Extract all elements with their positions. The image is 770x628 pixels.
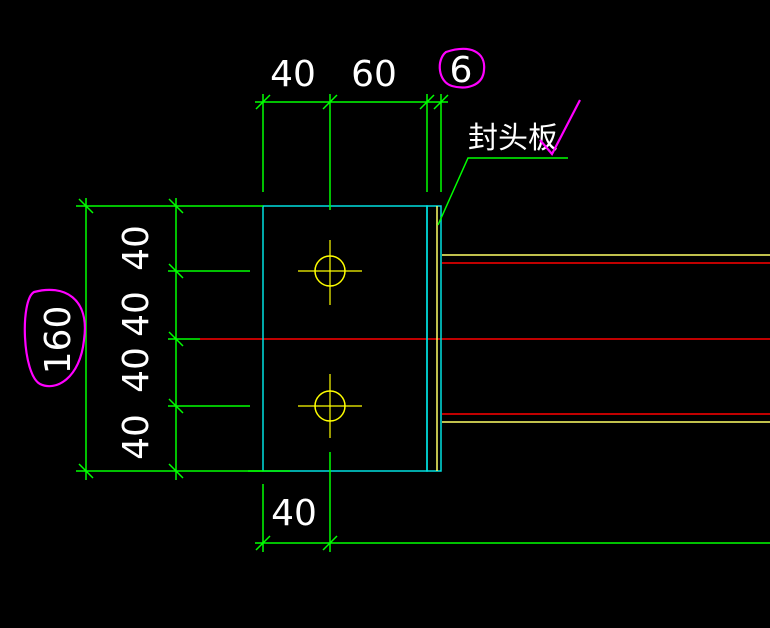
left-dim-seg-4: 40 [116,414,157,460]
left-dim-seg-2: 40 [116,291,157,337]
left-tick-2 [78,463,94,479]
left-dimension-chain [76,198,263,480]
top-dim-left: 40 [270,54,316,95]
top-tick-2 [322,94,338,110]
beam-lines [200,254,770,423]
left-dim-seg-1: 40 [116,225,157,271]
bottom-dim: 40 [271,493,317,534]
end-plate [426,205,442,472]
left-tick-5 [168,331,184,347]
bottom-dimension-chain [255,452,770,552]
markup-annotations [23,47,581,388]
bolt-bottom [298,374,362,438]
circle-mark-left [23,288,86,388]
left-tick-4 [168,263,184,279]
leader-line [437,157,568,226]
connection-plate [248,205,442,472]
end-plate-label: 封头板 [468,121,558,156]
bolt-top [298,240,362,305]
left-tick-3 [168,198,184,214]
end-plate-leader [437,157,568,226]
check-mark-icon [539,99,581,156]
top-tick-3 [419,94,435,110]
top-tick-1 [255,94,271,110]
left-tick-1 [78,198,94,214]
circle-mark-top [438,47,486,89]
top-dimension-chain [255,94,449,210]
left-dim-total: 160 [38,306,79,375]
top-dim-right: 6 [450,50,473,91]
bottom-tick-2 [322,535,338,551]
left-tick-6 [168,398,184,414]
left-dim-seg-3: 40 [116,347,157,393]
top-tick-4 [433,94,449,110]
left-tick-7 [168,463,184,479]
top-dim-middle: 60 [351,54,397,95]
bottom-tick-1 [255,535,271,551]
